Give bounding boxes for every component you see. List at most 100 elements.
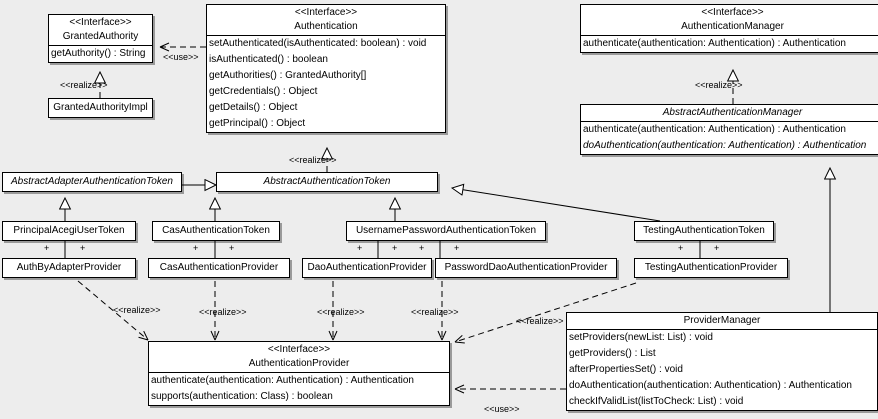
class-header-abstract-authentication-manager: AbstractAuthenticationManager: [581, 105, 878, 121]
class-member: checkIfValidList(listToCheck: List) : vo…: [569, 396, 744, 407]
class-member: getProviders() : List: [569, 348, 656, 359]
class-box-dao-authentication-provider[interactable]: DaoAuthenticationProvider: [302, 258, 432, 278]
class-members-granted-authority: getAuthority() : String: [49, 45, 152, 62]
class-header-granted-authority-impl: GrantedAuthorityImpl: [49, 99, 152, 117]
edge-label-realize-cas: <<realize>>: [199, 307, 247, 317]
class-header-authentication: <<Interface>> Authentication: [207, 5, 445, 35]
class-member: authenticate(authentication: Authenticat…: [583, 38, 846, 49]
class-box-username-password-authentication-token[interactable]: UsernamePasswordAuthenticationToken: [346, 221, 546, 241]
class-members-provider-manager: setProviders(newList: List) : void getPr…: [567, 329, 877, 410]
class-header-abstract-authentication-token: AbstractAuthenticationToken: [217, 173, 437, 191]
class-name-label: ProviderManager: [683, 315, 761, 326]
class-box-authentication-manager[interactable]: <<Interface>> AuthenticationManager auth…: [580, 4, 878, 53]
class-name-label: TestingAuthenticationProvider: [644, 262, 778, 273]
edge-label-use-grantedauthority: <<use>>: [163, 52, 199, 62]
class-box-password-dao-authentication-provider[interactable]: PasswordDaoAuthenticationProvider: [435, 258, 617, 278]
class-name-label: AbstractAuthenticationManager: [662, 107, 803, 118]
class-name-label: PasswordDaoAuthenticationProvider: [444, 262, 608, 273]
class-name-label: AuthenticationProvider: [248, 358, 350, 369]
edge-label-realize-abstractauthenticationtoken: <<realize>>: [289, 155, 337, 165]
class-member: getAuthority() : String: [51, 48, 146, 59]
class-header-principal-acegi-user-token: PrincipalAcegiUserToken: [3, 222, 135, 240]
class-box-cas-authentication-provider[interactable]: CasAuthenticationProvider: [148, 258, 290, 278]
class-name-label: GrantedAuthority: [62, 31, 139, 42]
assoc-plus-mark: +: [357, 243, 363, 253]
class-member: setAuthenticated(isAuthenticated: boolea…: [209, 38, 427, 49]
class-name-label: CasAuthenticationProvider: [159, 262, 279, 273]
edge-label-realize-abstractauthenticationmanager: <<realize>>: [695, 80, 743, 90]
class-name-label: GrantedAuthorityImpl: [53, 102, 148, 113]
class-header-dao-authentication-provider: DaoAuthenticationProvider: [303, 259, 431, 277]
class-name-label: PrincipalAcegiUserToken: [13, 225, 125, 236]
class-member: doAuthentication(authentication: Authent…: [569, 380, 852, 391]
class-box-authentication[interactable]: <<Interface>> Authentication setAuthenti…: [206, 4, 446, 133]
class-members-authentication-manager: authenticate(authentication: Authenticat…: [581, 35, 878, 52]
class-member: doAuthentication(authentication: Authent…: [583, 140, 867, 151]
class-name-label: AuthByAdapterProvider: [16, 262, 122, 273]
class-name-label: UsernamePasswordAuthenticationToken: [355, 225, 537, 236]
class-header-username-password-authentication-token: UsernamePasswordAuthenticationToken: [347, 222, 545, 240]
edge-label-realize-dao: <<realize>>: [317, 307, 365, 317]
edge-label-realize-grantedauthorityimpl: <<realize>>: [60, 80, 108, 90]
class-member: isAuthenticated() : boolean: [209, 54, 328, 65]
class-header-testing-authentication-provider: TestingAuthenticationProvider: [635, 259, 787, 277]
class-box-principal-acegi-user-token[interactable]: PrincipalAcegiUserToken: [2, 221, 136, 241]
class-header-cas-authentication-token: CasAuthenticationToken: [153, 222, 279, 240]
class-member: authenticate(authentication: Authenticat…: [583, 124, 846, 135]
stereotype-label: <<Interface>>: [267, 344, 331, 355]
class-header-granted-authority: <<Interface>> GrantedAuthority: [49, 15, 152, 45]
stereotype-label: <<Interface>>: [69, 17, 132, 28]
class-name-label: DaoAuthenticationProvider: [307, 262, 427, 273]
assoc-plus-mark: +: [80, 243, 86, 253]
class-member: afterPropertiesSet() : void: [569, 364, 683, 375]
class-member: getAuthorities() : GrantedAuthority[]: [209, 70, 367, 81]
assoc-plus-mark: +: [193, 243, 199, 253]
edge-label-realize-authbyadapter: <<realize>>: [113, 305, 161, 315]
edge-label-realize-passworddao: <<realize>>: [411, 307, 459, 317]
class-header-authentication-provider: <<Interface>> AuthenticationProvider: [149, 342, 449, 372]
class-member: setProviders(newList: List) : void: [569, 332, 713, 343]
class-box-testing-authentication-provider[interactable]: TestingAuthenticationProvider: [634, 258, 788, 278]
class-box-abstract-adapter-authentication-token[interactable]: AbstractAdapterAuthenticationToken: [2, 172, 182, 192]
class-name-label: AuthenticationManager: [681, 21, 784, 32]
class-name-label: AbstractAuthenticationToken: [263, 176, 391, 187]
class-header-provider-manager: ProviderManager: [567, 313, 877, 329]
assoc-plus-mark: +: [44, 243, 50, 253]
class-box-abstract-authentication-token[interactable]: AbstractAuthenticationToken: [216, 172, 438, 192]
stereotype-label: <<Interface>>: [294, 7, 358, 18]
class-name-label: TestingAuthenticationToken: [643, 225, 765, 236]
class-box-cas-authentication-token[interactable]: CasAuthenticationToken: [152, 221, 280, 241]
assoc-plus-mark: +: [392, 243, 398, 253]
class-member: getCredentials() : Object: [209, 86, 318, 97]
edge-testingauthenticationtoken-extends-abstractauthenticationtoken: [452, 188, 661, 222]
stereotype-label: <<Interface>>: [701, 7, 764, 18]
class-box-testing-authentication-token[interactable]: TestingAuthenticationToken: [634, 221, 774, 241]
class-members-authentication-provider: authenticate(authentication: Authenticat…: [149, 372, 449, 405]
class-name-label: CasAuthenticationToken: [162, 225, 270, 236]
assoc-plus-mark: +: [229, 243, 235, 253]
edge-label-realize-testing: <<realize>>: [516, 316, 564, 326]
class-header-testing-authentication-token: TestingAuthenticationToken: [635, 222, 773, 240]
class-member: getDetails() : Object: [209, 102, 298, 113]
class-member: getPrincipal() : Object: [209, 118, 306, 129]
class-box-provider-manager[interactable]: ProviderManager setProviders(newList: Li…: [566, 312, 878, 411]
class-member: supports(authentication: Class) : boolea…: [151, 391, 333, 402]
assoc-plus-mark: +: [454, 243, 460, 253]
class-name-label: Authentication: [294, 21, 358, 32]
assoc-plus-mark: +: [678, 243, 684, 253]
assoc-plus-mark: +: [714, 243, 720, 253]
class-header-auth-by-adapter-provider: AuthByAdapterProvider: [3, 259, 135, 277]
class-box-authentication-provider[interactable]: <<Interface>> AuthenticationProvider aut…: [148, 341, 450, 406]
class-box-auth-by-adapter-provider[interactable]: AuthByAdapterProvider: [2, 258, 136, 278]
class-box-granted-authority[interactable]: <<Interface>> GrantedAuthority getAuthor…: [48, 14, 153, 63]
class-header-cas-authentication-provider: CasAuthenticationProvider: [149, 259, 289, 277]
edge-label-use-providermanager: <<use>>: [484, 404, 520, 414]
class-box-abstract-authentication-manager[interactable]: AbstractAuthenticationManager authentica…: [580, 104, 878, 155]
class-header-abstract-adapter-authentication-token: AbstractAdapterAuthenticationToken: [3, 173, 181, 191]
class-box-granted-authority-impl[interactable]: GrantedAuthorityImpl: [48, 98, 153, 118]
class-members-abstract-authentication-manager: authenticate(authentication: Authenticat…: [581, 121, 878, 154]
class-header-password-dao-authentication-provider: PasswordDaoAuthenticationProvider: [436, 259, 616, 277]
assoc-plus-mark: +: [419, 243, 425, 253]
class-header-authentication-manager: <<Interface>> AuthenticationManager: [581, 5, 878, 35]
